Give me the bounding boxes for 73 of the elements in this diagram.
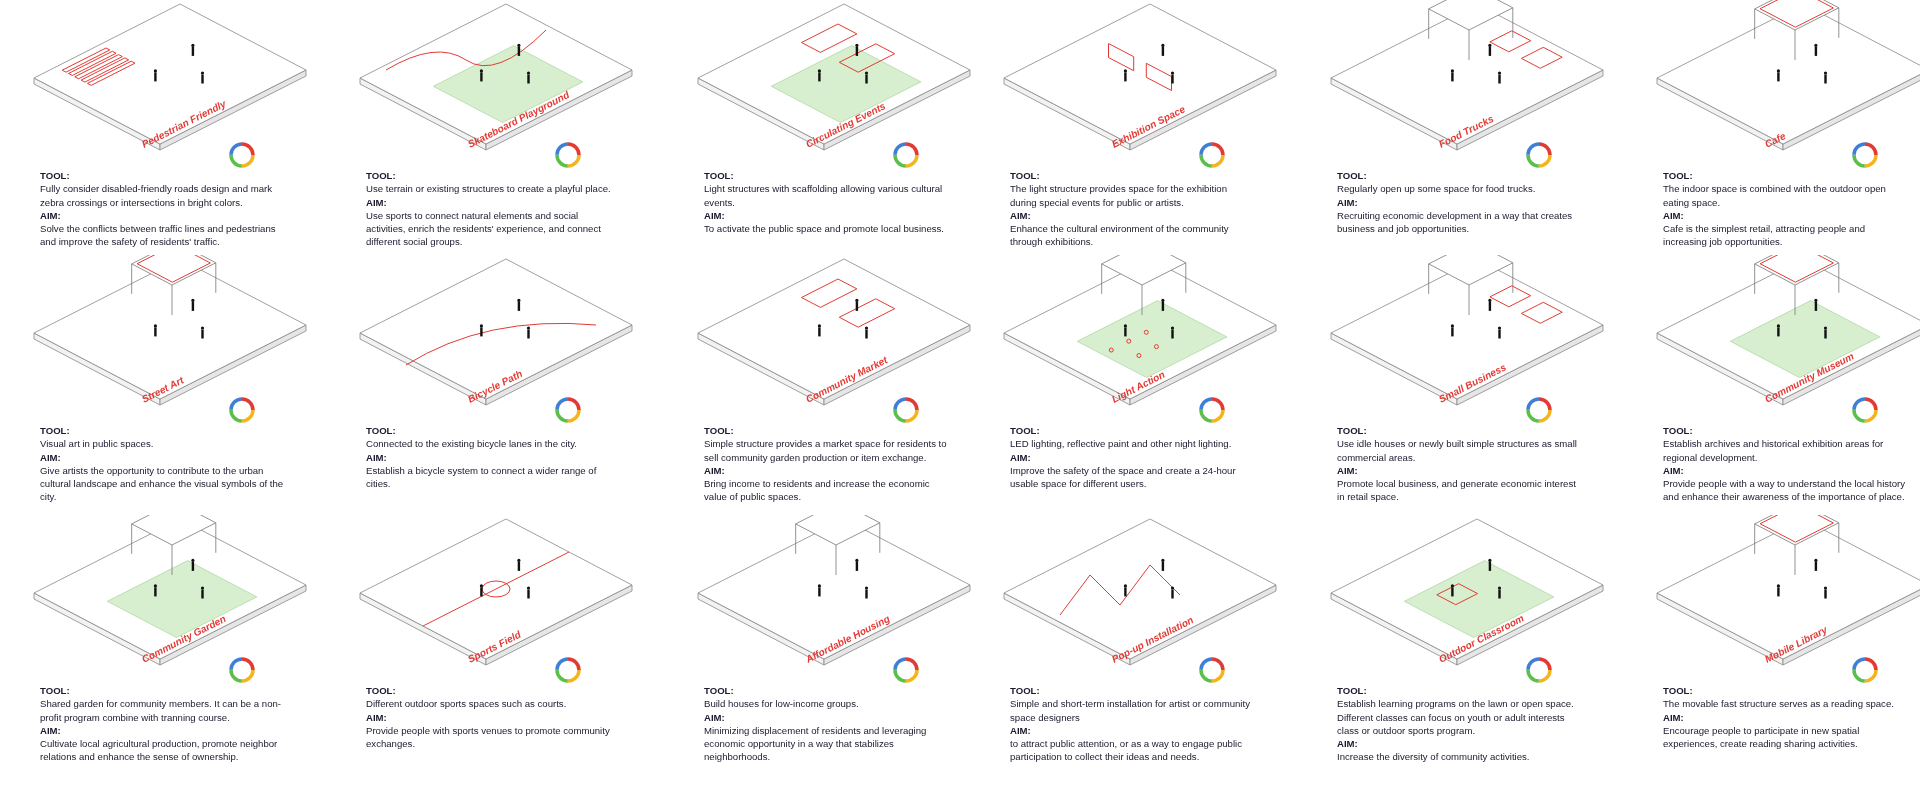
section-heading: TOOL: <box>40 684 71 698</box>
section-heading: TOOL: <box>40 424 71 438</box>
description-text: Fully consider disabled-friendly roads design and mark zebra crossings or intersections in bright colors. <box>40 182 273 209</box>
description-text: Give artists the opportunity to contribute to the urban cultural landscape and enhance the visual symbols of the city. <box>40 463 285 504</box>
section-heading: AIM: <box>1663 208 1685 223</box>
description-text: The indoor space is combined with the outdoor open eating space. <box>1663 182 1887 209</box>
description-text: Use idle houses or newly built simple structures as small commercial areas. <box>1337 437 1578 464</box>
description-text: Light structures with scaffolding allowing various cultural events. <box>704 182 944 209</box>
description-text: LED lighting, reflective paint and other night lighting. <box>1010 437 1233 451</box>
section-heading: TOOL: <box>1010 169 1041 183</box>
section-heading: TOOL: <box>366 169 397 183</box>
description-text: Bring income to residents and increase the economic value of public spaces. <box>704 477 931 504</box>
description-text: The light structure provides space for the exhibition during special events for public or artists. <box>1010 182 1229 209</box>
section-heading: AIM: <box>704 463 726 478</box>
section-heading: TOOL: <box>1337 684 1368 698</box>
section-heading: AIM: <box>1337 463 1359 478</box>
description-text: Encourage people to participate in new spatial experiences, create reading sharing activities. <box>1663 723 1861 751</box>
description-text: to attract public attention, or as a way to engage public participation to collect their ideas and needs. <box>1010 737 1243 764</box>
description-text: To activate the public space and promote local business. <box>704 222 945 236</box>
description-text: Enhance the cultural environment of the community through exhibitions. <box>1010 222 1230 249</box>
section-heading: TOOL: <box>1663 169 1694 183</box>
section-heading: TOOL: <box>1663 424 1694 438</box>
section-heading: AIM: <box>704 208 726 223</box>
site-title: Cafe <box>1763 130 1788 150</box>
description-text: Visual art in public spaces. <box>40 437 155 451</box>
description-text: Minimizing displacement of residents and leveraging economic opportunity in a way that stabilizes neighborhoods. <box>704 723 928 764</box>
section-heading: TOOL: <box>1010 684 1041 698</box>
description-text: Increase the diversity of community activities. <box>1337 750 1531 764</box>
section-heading: AIM: <box>1337 195 1359 209</box>
section-heading: AIM: <box>40 450 62 464</box>
description-text: Cafe is the simplest retail, attracting people and increasing job opportunities. <box>1663 222 1867 249</box>
section-heading: TOOL: <box>1337 169 1368 183</box>
section-heading: TOOL: <box>704 424 735 438</box>
description-text: Cultivate local agricultural production, promote neighbor relations and enhance the sense of ownership. <box>40 737 279 764</box>
description-text: Recruiting economic development in a way that creates business and job opportunities. <box>1337 208 1574 236</box>
section-heading: AIM: <box>704 710 726 724</box>
description-text: Use terrain or existing structures to create a playful place. <box>366 182 611 196</box>
description-text: Simple and short-term installation for artist or community space designers <box>1010 697 1251 724</box>
section-heading: AIM: <box>366 195 388 209</box>
description-text: Establish learning programs on the lawn or open space. Different classes can focus on youth or adult interests class or outdoor sports program. <box>1337 697 1575 738</box>
section-heading: TOOL: <box>704 169 735 183</box>
section-heading: TOOL: <box>366 424 397 438</box>
description-text: Solve the conflicts between traffic lines and pedestrians and improve the safety of residents' traffic. <box>40 222 277 249</box>
section-heading: AIM: <box>366 710 388 724</box>
description-text: Provide people with a way to understand the local history and enhance their awareness of the importance of place. <box>1663 477 1907 504</box>
section-heading: AIM: <box>1010 723 1032 738</box>
description-text: Simple structure provides a market space for residents to sell community garden production or item exchange. <box>704 437 948 464</box>
description-text: Different outdoor sports spaces such as courts. <box>366 697 568 711</box>
section-heading: AIM: <box>1663 463 1685 478</box>
description-text: Provide people with sports venues to promote community exchanges. <box>366 723 611 751</box>
description-text: Build houses for low-income groups. <box>704 697 860 711</box>
description-text: Regularly open up some space for food trucks. <box>1337 182 1537 196</box>
section-heading: AIM: <box>1337 737 1359 751</box>
section-heading: AIM: <box>366 450 388 464</box>
section-heading: AIM: <box>1663 710 1685 724</box>
section-heading: AIM: <box>40 723 62 738</box>
section-heading: AIM: <box>1010 450 1032 464</box>
description-text: Use sports to connect natural elements and social activities, enrich the residents' experience, and connect different social groups. <box>366 208 602 249</box>
section-heading: AIM: <box>1010 208 1032 223</box>
section-heading: TOOL: <box>40 169 71 183</box>
description-text: Improve the safety of the space and create a 24-hour usable space for different users. <box>1010 463 1237 491</box>
section-heading: TOOL: <box>704 684 735 698</box>
description-text: The movable fast structure serves as a reading space. <box>1663 697 1895 711</box>
section-heading: TOOL: <box>1663 684 1694 698</box>
description-text: Establish archives and historical exhibition areas for regional development. <box>1663 437 1885 464</box>
section-heading: TOOL: <box>1337 424 1368 438</box>
description-text: Establish a bicycle system to connect a wider range of cities. <box>366 463 598 491</box>
section-heading: TOOL: <box>1010 424 1041 438</box>
section-heading: TOOL: <box>366 684 397 698</box>
description-text: Promote local business, and generate economic interest in retail space. <box>1337 477 1577 504</box>
description-text: Connected to the existing bicycle lanes in the city. <box>366 437 578 451</box>
description-text: Shared garden for community members. It can be a non-profit program combine with tranning course. <box>40 697 283 724</box>
section-heading: AIM: <box>40 208 62 223</box>
